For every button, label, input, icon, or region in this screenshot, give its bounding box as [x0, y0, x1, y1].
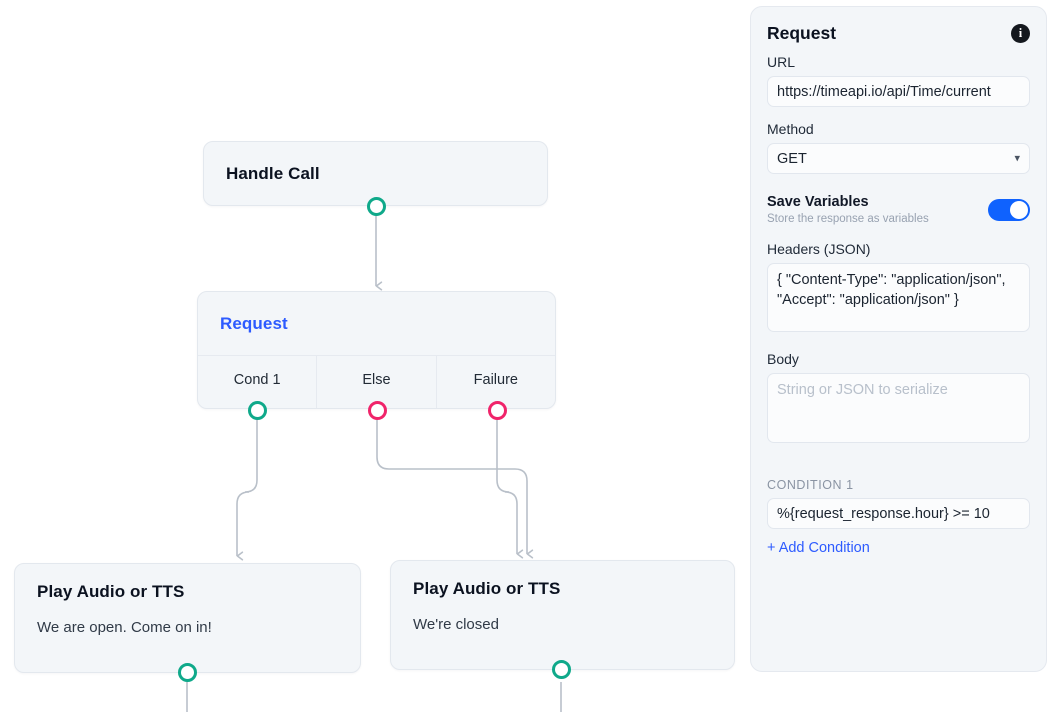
save-variables-label: Save Variables	[767, 194, 869, 210]
node-play-audio-tts-open-text: We are open. Come on in!	[37, 619, 212, 636]
body-textarea[interactable]	[767, 373, 1030, 444]
port-label-cond-1: Cond 1	[233, 371, 281, 388]
node-play-audio-tts-open-title: Play Audio or TTS	[37, 582, 185, 601]
node-request[interactable]: Request Cond 1 Else Failure	[197, 291, 556, 409]
port-failure-output[interactable]	[488, 401, 507, 420]
headers-label: Headers (JSON)	[767, 241, 871, 258]
port-cell-cond-1[interactable]: Cond 1	[198, 356, 318, 408]
node-play-audio-tts-closed[interactable]: Play Audio or TTS We're closed	[390, 560, 735, 670]
inspector-header: Request i	[767, 23, 1030, 44]
port-cell-else[interactable]: Else	[317, 356, 437, 408]
edge-cond1-ttsopen	[236, 416, 258, 561]
condition-1-label: CONDITION 1	[767, 478, 854, 493]
node-handle-call-title: Handle Call	[226, 163, 320, 183]
url-field-group: URL	[767, 54, 1030, 107]
port-cond-1-output[interactable]	[248, 401, 267, 420]
inspector-panel: Request i URL Method ▾ Save Variables St…	[750, 6, 1047, 672]
port-handle-call-output[interactable]	[367, 197, 386, 216]
condition-section: CONDITION 1 + Add Condition	[767, 478, 1030, 557]
port-tts-open-output[interactable]	[178, 663, 197, 682]
inspector-title: Request	[767, 23, 837, 43]
save-variables-description: Store the response as variables	[767, 213, 929, 226]
save-variables-row: Save Variables Store the response as var…	[767, 194, 1030, 225]
node-request-header: Request	[198, 292, 555, 356]
port-else-output[interactable]	[368, 401, 387, 420]
info-icon[interactable]: i	[1011, 24, 1030, 43]
url-input[interactable]	[767, 76, 1030, 107]
method-field-group: Method ▾	[767, 121, 1030, 174]
port-tts-closed-output[interactable]	[552, 660, 571, 679]
port-cell-failure[interactable]: Failure	[437, 356, 555, 408]
toggle-knob	[1010, 200, 1028, 219]
condition-1-input[interactable]	[767, 498, 1030, 530]
port-label-failure: Failure	[473, 371, 518, 388]
node-request-port-row: Cond 1 Else Failure	[198, 356, 555, 408]
edge-failure-ttsclosed	[496, 416, 524, 559]
save-variables-toggle[interactable]	[988, 198, 1030, 221]
node-play-audio-tts-closed-text: We're closed	[413, 616, 499, 633]
body-field-group: Body	[767, 351, 1030, 448]
url-label: URL	[767, 54, 796, 70]
flow-canvas[interactable]: Handle Call Request Cond 1 Else Failure …	[0, 0, 745, 712]
body-label: Body	[767, 351, 799, 368]
method-label: Method	[767, 121, 814, 137]
headers-field-group: Headers (JSON)	[767, 241, 1030, 337]
add-condition-button[interactable]: + Add Condition	[767, 540, 870, 557]
port-label-else: Else	[362, 371, 391, 388]
headers-textarea[interactable]	[767, 263, 1030, 333]
method-select[interactable]	[767, 143, 1030, 174]
node-play-audio-tts-closed-title: Play Audio or TTS	[413, 579, 561, 598]
node-request-title: Request	[220, 313, 288, 333]
edge-else-ttsclosed	[376, 416, 534, 559]
node-play-audio-tts-open[interactable]: Play Audio or TTS We are open. Come on i…	[14, 563, 361, 673]
